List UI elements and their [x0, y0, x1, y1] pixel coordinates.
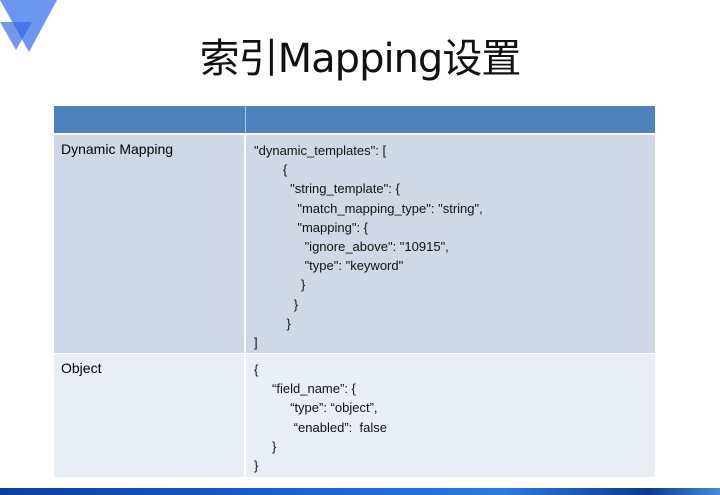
slide-title: 索引Mapping设置 — [199, 36, 522, 82]
row-label: Dynamic Mapping — [61, 141, 174, 157]
footer-bar — [0, 488, 720, 495]
header-cell — [54, 106, 246, 133]
table-row: Object { “field_name”: { “type”: “object… — [54, 354, 655, 477]
row-label: Object — [61, 360, 102, 376]
mapping-table: Dynamic Mapping "dynamic_templates": [ {… — [54, 106, 655, 477]
table-row: Dynamic Mapping "dynamic_templates": [ {… — [54, 135, 655, 354]
code-snippet: { “field_name”: { “type”: “object”, “ena… — [254, 362, 387, 474]
header-cell — [246, 106, 655, 133]
logo-triangles-icon — [0, 0, 57, 52]
code-snippet: "dynamic_templates": [ { "string_templat… — [254, 143, 483, 351]
table-header — [54, 106, 655, 135]
